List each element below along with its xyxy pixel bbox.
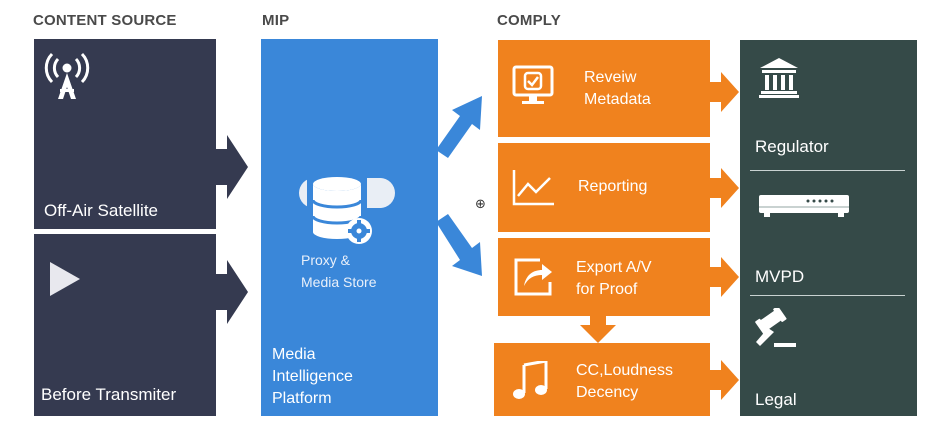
source-label: Before Transmiter (41, 385, 177, 404)
comply-reporting: Reporting (498, 143, 710, 232)
platform-title-line3: Platform (272, 390, 332, 407)
arrow-source-to-mip (215, 260, 248, 324)
arrows-mip-to-comply (436, 96, 482, 276)
comply-label-line1: Reporting (578, 178, 648, 195)
line-chart-icon (512, 168, 556, 206)
destinations-panel: Regulator MVPD Legal (740, 40, 917, 416)
comply-review-metadata: Reveiw Metadata (498, 40, 710, 137)
arrow-comply-to-destination (709, 257, 739, 297)
monitor-check-icon (512, 65, 554, 107)
arrow-export-to-cc (580, 315, 616, 343)
database-gear-icon (299, 176, 399, 246)
divider (750, 170, 905, 171)
arrow-source-to-mip (215, 135, 248, 199)
set-top-box-icon (758, 193, 850, 219)
government-building-icon (758, 56, 800, 98)
crosshair-cursor-icon: ⊕ (475, 196, 486, 211)
play-icon (48, 260, 82, 298)
comply-label-line1: Export A/V (576, 259, 652, 276)
arrow-comply-to-destination (709, 168, 739, 208)
share-export-icon (514, 256, 554, 296)
destination-label: MVPD (755, 267, 805, 286)
source-label: Off-Air Satellite (44, 201, 159, 220)
media-intelligence-platform: Proxy & Media Store Media Intelligence P… (261, 39, 438, 416)
store-label-line1: Proxy & (301, 252, 351, 268)
destination-label: Regulator (755, 137, 829, 156)
music-note-icon (512, 361, 548, 401)
store-label-line2: Media Store (301, 274, 377, 290)
arrow-comply-to-destination (709, 72, 739, 112)
platform-title-line2: Intelligence (272, 368, 353, 385)
comply-label-line1: CC,Loudness (576, 362, 673, 379)
header-comply: COMPLY (497, 12, 561, 29)
comply-label-line2: for Proof (576, 281, 638, 298)
source-off-air-satellite: Off-Air Satellite (34, 39, 216, 229)
comply-label-line2: Metadata (584, 91, 651, 108)
comply-label-line1: Reveiw (584, 69, 637, 86)
platform-title-line1: Media (272, 346, 316, 363)
comply-cc-loudness: CC,Loudness Decency (494, 343, 710, 416)
comply-label-line2: Decency (576, 384, 639, 401)
gavel-icon (752, 308, 802, 350)
header-mip: MIP (262, 12, 290, 29)
source-before-transmitter: Before Transmiter (34, 234, 216, 416)
header-content-source: CONTENT SOURCE (33, 12, 177, 29)
divider (750, 295, 905, 296)
destination-label: Legal (755, 390, 797, 409)
arrow-comply-to-destination (709, 360, 739, 400)
antenna-icon (44, 51, 90, 101)
comply-export-av: Export A/V for Proof (498, 238, 710, 316)
